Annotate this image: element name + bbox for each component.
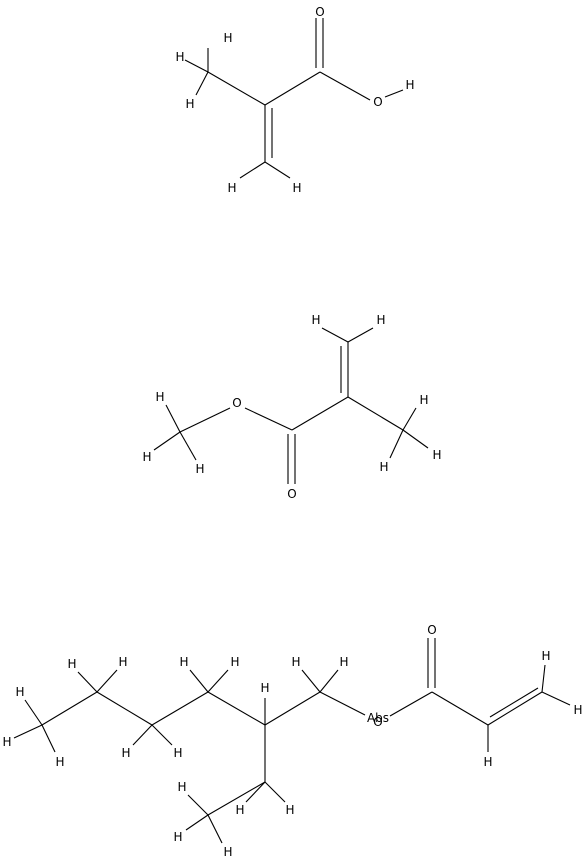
bond [41,724,56,753]
atom-hydrogen: H [227,181,236,195]
bond [389,429,404,459]
atom-hydrogen: H [223,845,232,859]
atom-hydrogen: H [376,313,385,327]
bond [96,691,153,726]
bond [347,396,404,431]
bond [264,71,321,106]
bond [184,59,209,73]
atom-hydrogen: H [432,448,441,462]
atom-hydrogen: H [175,50,184,64]
atom-oxygen: O [427,623,436,637]
bond [207,691,266,726]
bond [321,327,349,343]
atom-oxygen: O [287,487,296,501]
atom-oxygen: O [373,715,382,729]
bond [431,691,489,726]
bond [319,669,339,693]
bond [207,814,223,844]
atom-hydrogen: H [483,755,492,769]
atom-hydrogen: H [230,655,239,669]
bond [179,431,197,461]
atom-hydrogen: H [155,390,164,404]
bond [319,71,371,101]
atom-hydrogen: H [260,681,269,695]
bond [96,669,118,693]
bond [132,724,153,746]
bond [402,407,417,431]
molecule-methacrylic-acid: O O H H H H H H [175,5,414,195]
atom-hydrogen: H [223,31,232,45]
bond [244,407,293,431]
bond [347,327,374,343]
atom-hydrogen: H [195,462,204,476]
bond [239,161,266,179]
atom-hydrogen: H [173,830,182,844]
atom-hydrogen: H [177,780,186,794]
bond [541,664,546,693]
bond [179,407,231,433]
atom-hydrogen: H [118,655,127,669]
atom-hydrogen: H [67,657,76,671]
bond [207,71,266,106]
atom-hydrogen: H [573,703,582,717]
atom-hydrogen: H [339,655,348,669]
bond [207,669,229,693]
bond [301,669,321,693]
atom-hydrogen: H [15,685,24,699]
atom-hydrogen: H [55,755,64,769]
bond [24,699,43,726]
bond [245,781,266,803]
atom-hydrogen: H [541,649,550,663]
atom-hydrogen: H [235,803,244,817]
bond [264,161,291,179]
bond [165,404,181,433]
atom-hydrogen: H [173,746,182,760]
atom-hydrogen: H [291,655,300,669]
atom-hydrogen: H [185,97,194,111]
atom-hydrogen: H [419,393,428,407]
atom-hydrogen: H [142,450,151,464]
bond [153,431,181,451]
molecule-2-ethylhexyl-acrylate: O Abs O H H H H H H H H H H H H H H H H … [2,623,582,859]
atom-hydrogen: H [311,313,320,327]
bond [264,781,286,803]
bond [185,814,209,831]
bond [541,691,571,706]
atom-hydrogen: H [292,181,301,195]
bond [187,794,209,816]
bond [189,669,209,693]
atom-hydrogen: H [2,735,11,749]
atom-hydrogen: H [379,460,388,474]
atom-hydrogen: H [121,746,130,760]
bond [489,687,539,718]
bond [319,691,366,716]
bond [207,781,266,816]
bond [291,396,349,431]
abs-stereo-label: Abs [367,711,389,725]
molecule-methyl-methacrylate: O O H H H H H H H H [142,313,441,501]
atom-oxygen: O [315,5,324,19]
bond [151,724,173,746]
bond [389,691,433,717]
bond [264,691,321,726]
bond [487,691,543,726]
bond [402,429,429,449]
bond [384,89,404,98]
atom-hydrogen: H [405,78,414,92]
atom-hydrogen: H [179,655,188,669]
bond [13,724,43,739]
bond [151,691,209,726]
atom-hydrogen: H [285,803,294,817]
atom-oxygen: O [232,396,241,410]
bond [41,691,98,726]
bond [195,71,209,96]
bond [77,671,98,693]
atom-oxygen: O [373,95,382,109]
